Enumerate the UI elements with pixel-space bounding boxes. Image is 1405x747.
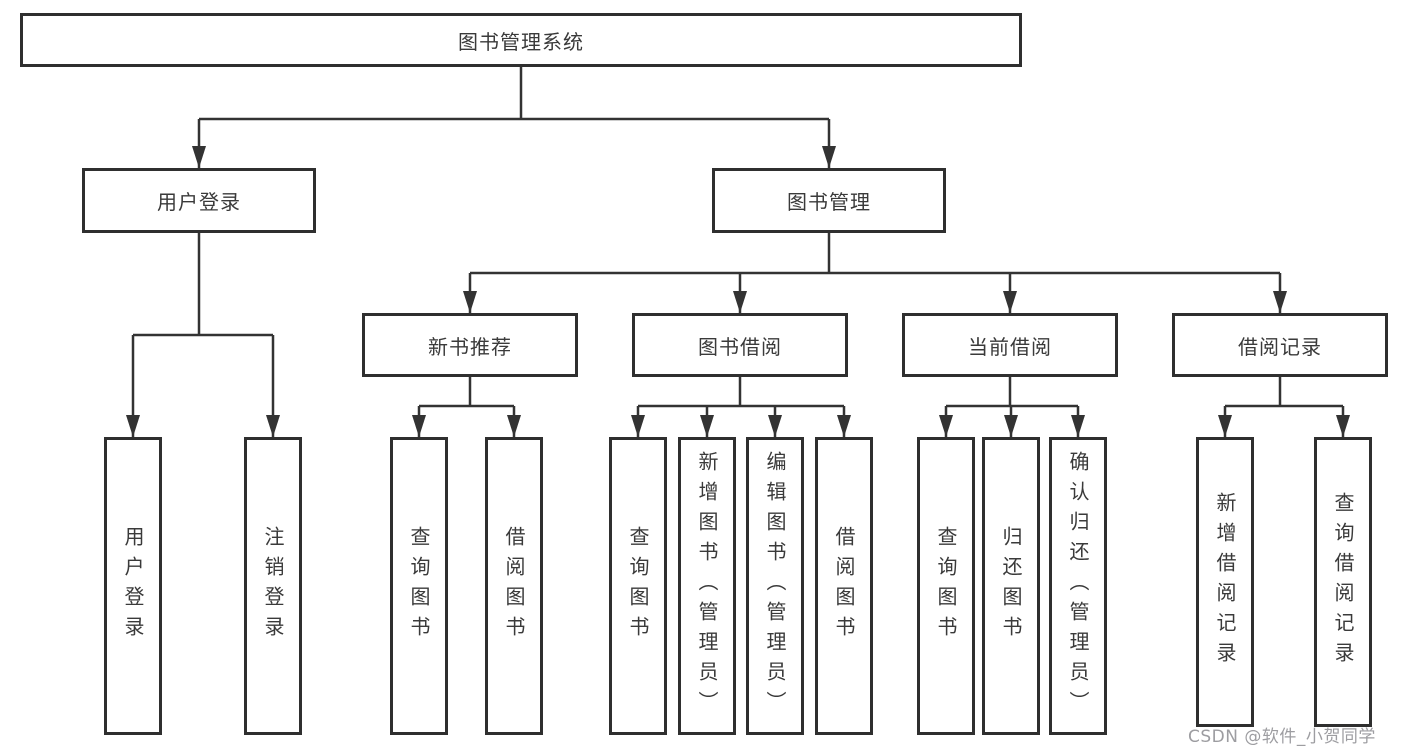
connector-trunks: [133, 67, 1343, 408]
node-label: 新增借阅记录: [1213, 492, 1237, 672]
node-leaf-user-login: 用户登录: [104, 437, 162, 735]
node-label: 当前借阅: [968, 334, 1052, 359]
node-label: 图书管理系统: [458, 29, 584, 54]
node-leaf-rec-query-books: 查询图书: [390, 437, 448, 735]
node-leaf-bb-add-books-admin: 新增图书（管理员）: [678, 437, 736, 735]
node-root-system: 图书管理系统: [20, 13, 1022, 67]
node-label: 查询图书: [934, 526, 958, 646]
node-user-login: 用户登录: [82, 168, 316, 233]
node-leaf-bb-edit-books-admin: 编辑图书（管理员）: [746, 437, 804, 735]
node-label: 查询借阅记录: [1331, 492, 1355, 672]
node-leaf-cb-return-books: 归还图书: [982, 437, 1040, 735]
node-leaf-cb-confirm-return-admin: 确认归还（管理员）: [1049, 437, 1107, 735]
node-label: 编辑图书（管理员）: [763, 451, 787, 721]
node-leaf-br-add-record: 新增借阅记录: [1196, 437, 1254, 727]
node-borrow-records: 借阅记录: [1172, 313, 1388, 377]
node-label: 归还图书: [999, 526, 1023, 646]
node-leaf-br-query-record: 查询借阅记录: [1314, 437, 1372, 727]
node-label: 图书借阅: [698, 334, 782, 359]
node-label: 用户登录: [157, 190, 241, 214]
node-label: 借阅图书: [502, 526, 526, 646]
node-leaf-bb-borrow-books: 借阅图书: [815, 437, 873, 735]
node-label: 注销登录: [261, 526, 285, 646]
node-label: 用户登录: [121, 526, 145, 646]
node-leaf-bb-query-books: 查询图书: [609, 437, 667, 735]
node-label: 图书管理: [787, 190, 871, 214]
node-label: 查询图书: [407, 526, 431, 646]
node-new-book-rec: 新书推荐: [362, 313, 578, 377]
node-label: 新书推荐: [428, 334, 512, 359]
node-book-mgmt: 图书管理: [712, 168, 946, 233]
node-current-borrow: 当前借阅: [902, 313, 1118, 377]
node-label: 新增图书（管理员）: [695, 451, 719, 721]
node-leaf-logout: 注销登录: [244, 437, 302, 735]
node-leaf-rec-borrow-books: 借阅图书: [485, 437, 543, 735]
node-label: 查询图书: [626, 526, 650, 646]
watermark: CSDN @软件_小贺同学: [1188, 727, 1376, 747]
node-label: 借阅图书: [832, 526, 856, 646]
node-label: 确认归还（管理员）: [1066, 451, 1090, 721]
node-label: 借阅记录: [1238, 334, 1322, 359]
node-book-borrow: 图书借阅: [632, 313, 848, 377]
node-leaf-cb-query-books: 查询图书: [917, 437, 975, 735]
